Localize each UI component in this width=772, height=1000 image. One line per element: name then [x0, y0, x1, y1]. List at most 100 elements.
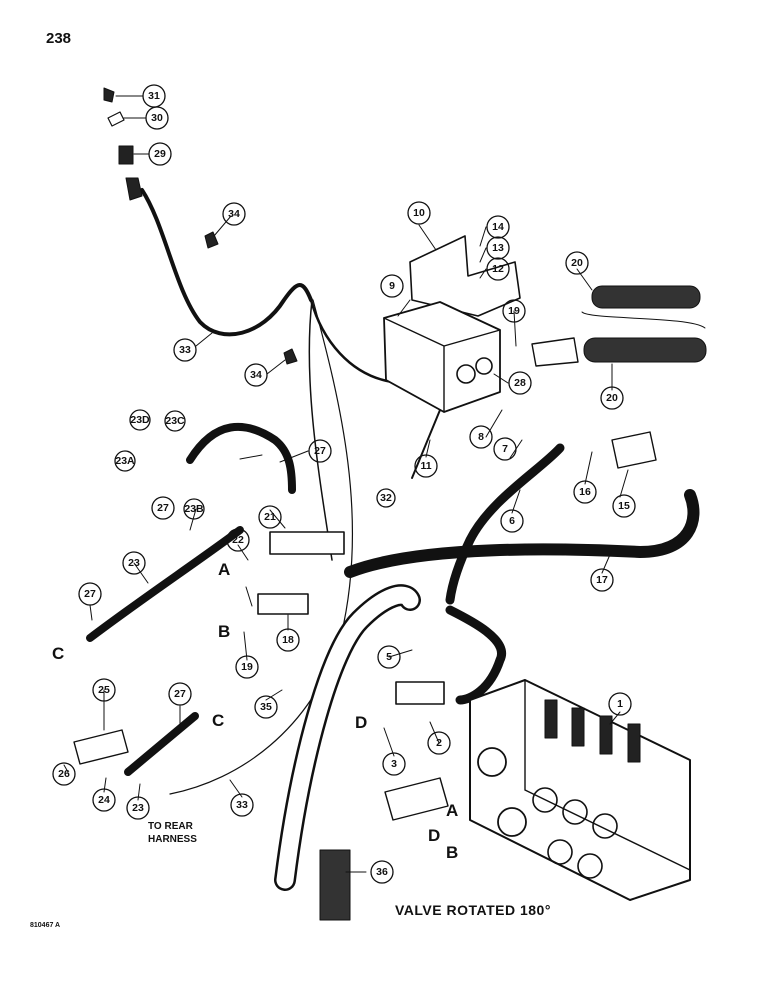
svg-text:15: 15: [618, 500, 630, 512]
callout-23-upper: 23: [122, 551, 146, 575]
svg-text:36: 36: [376, 866, 388, 878]
callout-6: 6: [500, 509, 524, 533]
hose-23-lower: [124, 712, 199, 776]
callout-23a: 23A: [114, 450, 136, 472]
port-letter-b-valve: B: [446, 843, 458, 862]
svg-text:27: 27: [84, 588, 96, 600]
svg-text:11: 11: [420, 460, 431, 472]
to-rear-harness-note: TO REAR HARNESS: [148, 820, 197, 846]
svg-text:23A: 23A: [115, 455, 135, 467]
bracket-10: [409, 235, 521, 317]
callout-28: 28: [508, 371, 532, 395]
svg-text:23B: 23B: [184, 503, 204, 515]
callout-26: 26: [52, 762, 76, 786]
callout-32: 32: [376, 488, 396, 508]
port-letter-c-left: C: [52, 644, 64, 663]
svg-text:6: 6: [509, 515, 515, 527]
clip-34-lower: [283, 348, 298, 365]
screw-31: [103, 87, 115, 103]
svg-text:17: 17: [596, 574, 608, 586]
svg-text:27: 27: [174, 688, 186, 700]
callout-29: 29: [148, 142, 172, 166]
fitting-2: [395, 681, 445, 705]
port-letter-d-valve: D: [428, 826, 440, 845]
svg-text:7: 7: [502, 443, 508, 455]
svg-text:3: 3: [391, 758, 397, 770]
tee-21: [269, 531, 345, 555]
svg-text:19: 19: [508, 305, 520, 317]
svg-text:25: 25: [98, 684, 110, 696]
svg-text:2: 2: [436, 737, 442, 749]
callout-35: 35: [254, 695, 278, 719]
port-letter-c-right: C: [212, 711, 224, 730]
svg-text:5: 5: [386, 651, 392, 663]
svg-text:23D: 23D: [130, 414, 150, 426]
callout-16: 16: [573, 480, 597, 504]
port-letter-a-upper: A: [218, 560, 230, 579]
callout-14: 14: [486, 215, 510, 239]
callout-27-upper: 27: [308, 439, 332, 463]
callout-27-left: 27: [78, 582, 102, 606]
svg-text:34: 34: [250, 369, 262, 381]
svg-text:26: 26: [58, 768, 70, 780]
callout-30: 30: [145, 106, 169, 130]
svg-text:10: 10: [413, 207, 425, 219]
svg-text:21: 21: [264, 511, 276, 523]
svg-text:23C: 23C: [165, 415, 185, 427]
clip-34-upper: [204, 231, 219, 249]
svg-text:23: 23: [132, 802, 144, 814]
hose-27-upper: [186, 423, 296, 494]
harness-branch-2: [308, 299, 333, 561]
callout-23-lower: 23: [126, 796, 150, 820]
svg-text:33: 33: [179, 344, 191, 356]
callout-23c: 23C: [164, 410, 186, 432]
tee-fitting: [384, 777, 449, 821]
page-number: 238: [46, 30, 72, 47]
harness-branch: [309, 298, 394, 384]
adapter-25: [73, 729, 129, 765]
valve-rotated-note: VALVE ROTATED 180°: [395, 902, 551, 918]
callout-36: 36: [370, 860, 394, 884]
hose-17: [344, 489, 700, 578]
svg-text:30: 30: [151, 112, 163, 124]
switch-29: [118, 145, 134, 165]
nut-30: [107, 111, 125, 127]
callout-31: 31: [142, 84, 166, 108]
svg-text:28: 28: [514, 377, 526, 389]
callout-9: 9: [380, 274, 404, 298]
callout-23d: 23D: [129, 409, 151, 431]
hose-36: [319, 849, 351, 921]
svg-text:12: 12: [492, 263, 504, 275]
callout-11: 11: [414, 454, 438, 478]
svg-text:8: 8: [478, 431, 484, 443]
callout-15: 15: [612, 494, 636, 518]
callout-8: 8: [469, 425, 493, 449]
svg-text:20: 20: [571, 257, 583, 269]
callout-2: 2: [427, 731, 451, 755]
svg-text:23: 23: [128, 557, 140, 569]
callout-12: 12: [486, 257, 510, 281]
hose-20-upper: [591, 285, 701, 309]
svg-text:14: 14: [492, 221, 504, 233]
svg-text:18: 18: [282, 634, 294, 646]
svg-text:33: 33: [236, 799, 248, 811]
callout-25: 25: [92, 678, 116, 702]
port-letter-b-upper: B: [218, 622, 230, 641]
callout-20-lower: 20: [600, 386, 624, 410]
port-letter-d-upper: D: [355, 713, 367, 732]
callout-22: 22: [226, 528, 250, 552]
svg-text:29: 29: [154, 148, 166, 160]
fitting-15: [611, 431, 657, 469]
svg-text:31: 31: [148, 90, 160, 102]
to-rear-line2: HARNESS: [148, 834, 197, 845]
callout-7: 7: [493, 437, 517, 461]
callout-3: 3: [382, 752, 406, 776]
callout-1: 1: [608, 692, 632, 716]
svg-text:19: 19: [241, 661, 253, 673]
callout-19-upper: 19: [502, 299, 526, 323]
wiring-harness: [140, 188, 313, 337]
callout-13: 13: [486, 236, 510, 260]
svg-text:32: 32: [380, 492, 392, 504]
